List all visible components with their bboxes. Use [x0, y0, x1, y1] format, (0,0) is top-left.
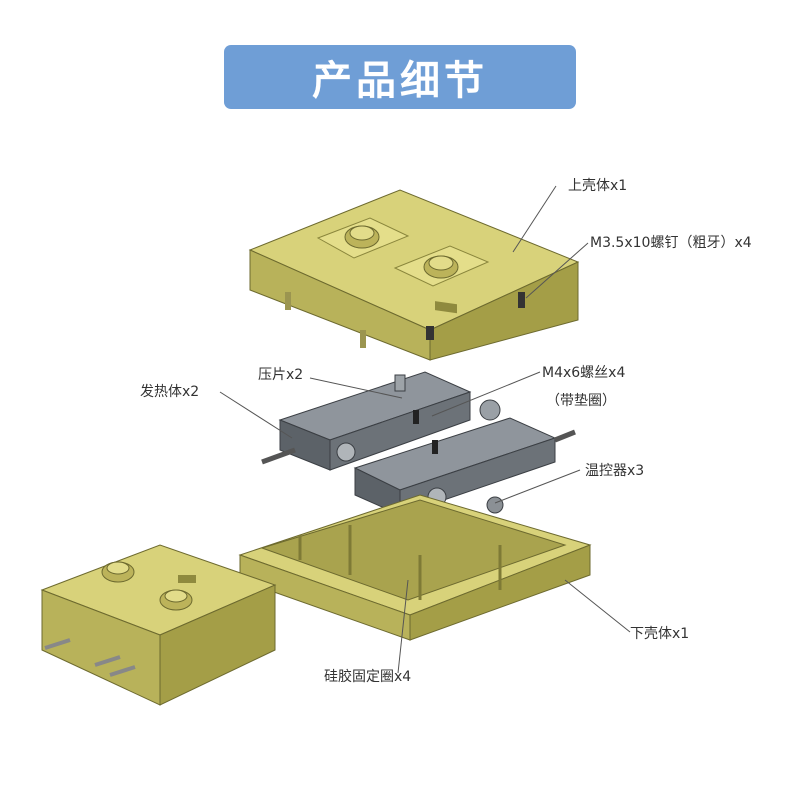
leader-press-plate: [309, 377, 403, 399]
leader-heater: [219, 391, 293, 439]
label-screw-m35: M3.5x10螺钉（粗牙）x4: [590, 235, 752, 251]
label-heater: 发热体x2: [140, 384, 200, 400]
label-silicone-ring: 硅胶固定圈x4: [324, 669, 412, 685]
label-thermostat: 温控器x3: [585, 463, 645, 479]
leader-lines: [219, 185, 631, 674]
title-banner: 产品细节: [224, 45, 576, 109]
lower-shell-illustration: [238, 494, 592, 641]
page-title: 产品细节: [312, 58, 488, 104]
upper-shell-illustration: [248, 189, 580, 361]
heater-illustration: [261, 371, 576, 516]
label-press-plate: 压片x2: [258, 367, 304, 383]
leader-silicone-ring: [397, 579, 409, 674]
leader-thermostat: [494, 469, 581, 504]
assembled-unit-illustration: [40, 544, 277, 706]
label-screw-m4-note: （带垫圈）: [546, 393, 616, 409]
label-screw-m4: M4x6螺丝x4: [542, 365, 626, 381]
leader-lower-shell: [564, 579, 631, 633]
leader-screw-m4: [431, 371, 541, 417]
leader-upper-shell: [512, 185, 557, 253]
label-upper-shell: 上壳体x1: [568, 178, 628, 194]
leader-screw-m35: [525, 242, 589, 299]
label-lower-shell: 下壳体x1: [630, 626, 690, 642]
